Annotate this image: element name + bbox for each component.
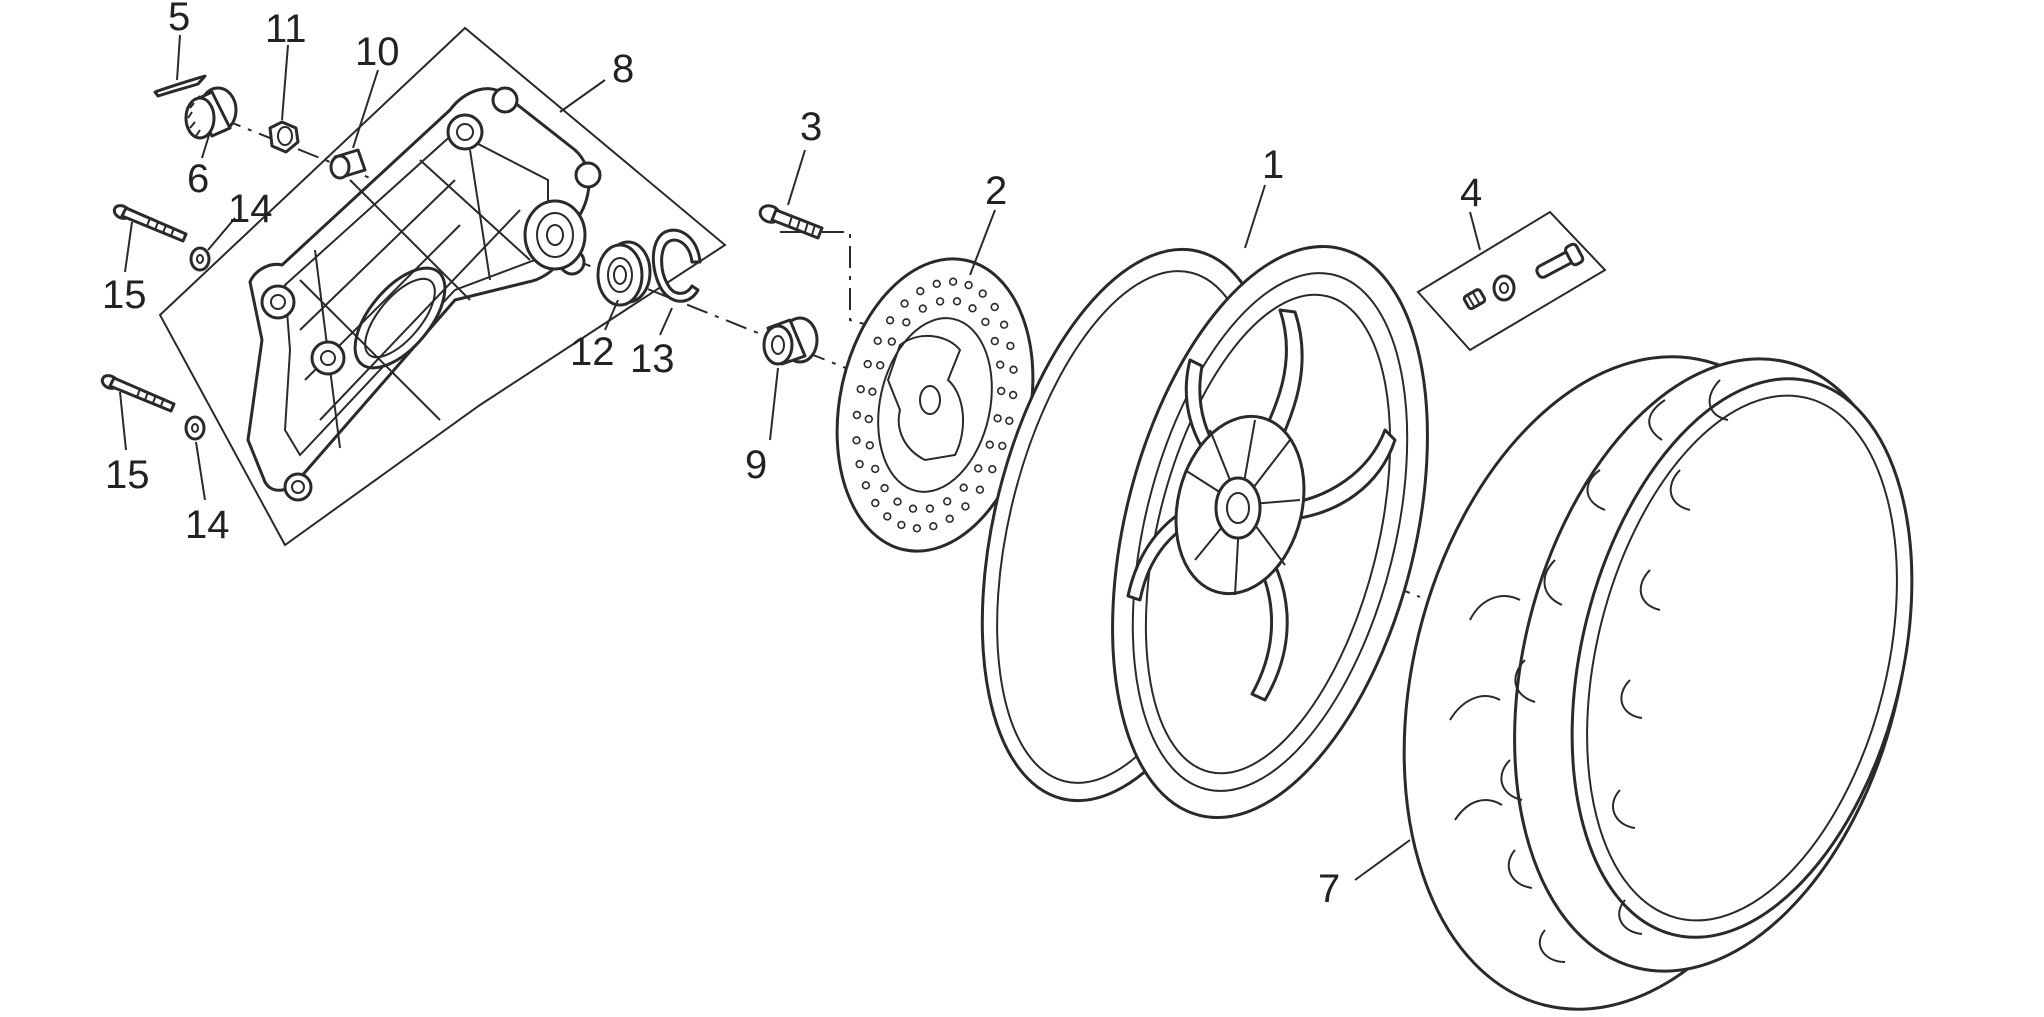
disc-vent-hole	[912, 524, 922, 533]
callout-15-upper: 15	[102, 273, 147, 317]
disc-vent-hole	[990, 302, 999, 312]
disc-vent-hole	[985, 440, 994, 449]
disc-vent-hole	[1009, 365, 1018, 374]
disc-vent-hole	[918, 304, 927, 313]
wheel-rim-part	[980, 245, 1429, 819]
disc-vent-hole	[902, 318, 911, 327]
disc-vent-hole	[988, 465, 997, 474]
disc-vent-hole	[990, 336, 999, 346]
callout-10: 10	[355, 30, 400, 74]
disc-vent-hole	[999, 320, 1009, 329]
callout-2: 2	[985, 169, 1007, 213]
disc-vent-hole	[952, 297, 962, 306]
disc-vent-hole	[964, 280, 973, 290]
brake-disc-part	[835, 257, 1035, 553]
disc-vent-hole	[908, 504, 918, 513]
callout-9: 9	[745, 443, 767, 487]
bolt-lower-part	[100, 374, 176, 413]
disc-vent-hole	[868, 387, 877, 396]
disc-vent-hole	[852, 436, 861, 445]
disc-vent-hole	[864, 414, 873, 424]
callout-3: 3	[800, 105, 822, 149]
tyre-tread-grooves	[1449, 379, 1729, 963]
callout-4: 4	[1460, 171, 1482, 215]
disc-vent-hole	[883, 512, 892, 521]
disc-vent-hole	[852, 410, 862, 420]
disc-vent-hole	[948, 277, 958, 286]
disc-vent-hole	[996, 386, 1006, 396]
callout-15-lower: 15	[105, 453, 150, 497]
circlip-part	[651, 228, 702, 303]
callout-5: 5	[168, 0, 190, 39]
disc-vent-hole	[995, 360, 1005, 369]
disc-vent-hole	[932, 279, 941, 288]
bushing-part	[329, 148, 367, 180]
tyre-part	[1402, 355, 1914, 1011]
disc-vent-hole	[978, 289, 987, 298]
carrier-assembly-frame	[158, 26, 727, 547]
disc-vent-hole	[863, 359, 872, 369]
bolt-upper-part	[112, 204, 188, 243]
leader-lines	[119, 34, 1481, 881]
disc-vent-hole	[993, 414, 1002, 423]
valve-kit-part	[1462, 242, 1585, 311]
callout-14-upper: 14	[228, 187, 273, 231]
bearing-part	[596, 240, 652, 307]
callout-6: 6	[187, 157, 209, 201]
disc-vent-hole	[929, 521, 938, 531]
callout-14-lower: 14	[185, 503, 230, 547]
part-4-kit-frame	[1416, 210, 1607, 352]
disc-vent-hole	[959, 483, 968, 492]
disc-vent-hole	[1008, 390, 1018, 400]
disc-vent-hole	[942, 497, 952, 506]
disc-vent-hole	[935, 297, 945, 306]
disc-vent-hole	[925, 504, 935, 513]
disc-vent-hole	[897, 520, 906, 530]
callout-12: 12	[570, 330, 615, 374]
disc-vent-hole	[1005, 416, 1014, 425]
disc-vent-hole	[885, 316, 895, 325]
disc-vent-hole	[945, 514, 954, 523]
disc-vent-hole	[880, 483, 889, 493]
washer-lower-part	[184, 415, 206, 441]
disc-vent-hole	[1006, 341, 1015, 351]
callout-11: 11	[265, 7, 307, 51]
callout-13: 13	[630, 337, 675, 381]
disc-vent-hole	[856, 385, 865, 394]
spacer-part	[762, 316, 819, 366]
disc-vent-hole	[865, 441, 874, 450]
disc-vent-holes	[852, 277, 1018, 533]
callout-7: 7	[1318, 867, 1340, 911]
disc-vent-hole	[887, 337, 896, 346]
disc-vent-hole	[998, 441, 1007, 451]
drive-gear-part	[184, 86, 238, 140]
disc-vent-hole	[900, 299, 909, 308]
disc-vent-hole	[916, 287, 925, 296]
disc-vent-hole	[968, 304, 977, 313]
disc-vent-hole	[961, 502, 970, 511]
disc-vent-hole	[855, 459, 864, 469]
callout-1: 1	[1262, 143, 1284, 187]
hub-carrier-part	[246, 86, 602, 502]
disc-vent-hole	[975, 485, 985, 494]
disc-bolt-part	[758, 204, 824, 240]
disc-vent-hole	[861, 481, 871, 490]
disc-vent-hole	[893, 497, 902, 506]
callout-8: 8	[612, 47, 634, 91]
disc-vent-hole	[873, 336, 882, 345]
washer-upper-part	[189, 246, 211, 272]
nut-part	[268, 120, 300, 154]
clip-part	[153, 74, 207, 98]
disc-vent-hole	[871, 498, 880, 508]
disc-vent-hole	[875, 361, 885, 370]
disc-vent-hole	[981, 317, 990, 327]
disc-vent-hole	[870, 464, 880, 474]
callout-labels: 5 11 10 8 6 3 2 1 4 14 15 12 13 9 15 14 …	[102, 0, 1482, 911]
disc-vent-hole	[973, 464, 983, 473]
